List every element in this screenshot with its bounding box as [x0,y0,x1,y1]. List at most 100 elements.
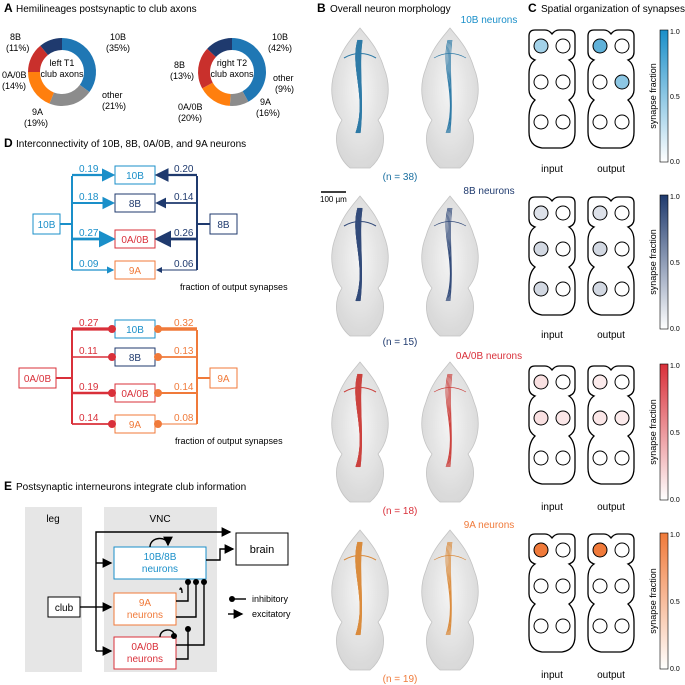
box-9a [113,592,177,626]
panel-b-letter: B [317,1,326,15]
value-9a-to-8b: 0.13 [174,346,194,357]
segment-circle [592,542,608,558]
panel-e-title: Postsynaptic interneurons integrate club… [16,482,246,493]
source-label-10b: 10B [38,220,56,231]
neuron-trace [343,373,377,468]
row1-input-label: input [541,164,563,175]
donut-slice-8b [40,38,62,56]
morphology-rows [331,27,479,671]
donut2-label-0a0b: 0A/0B [178,102,203,112]
row2-name: 8B neurons [463,186,514,197]
segment-circle [555,578,571,594]
donut-slice-0a0b [28,45,48,72]
value-9a-to-0a0b: 0.14 [174,382,194,393]
target-label-b-0a0b: 0A/0B [121,389,149,400]
row4-n: (n = 19) [383,674,418,685]
segment-circle [555,374,571,390]
cb3-tick-05: 0.5 [670,430,680,437]
donut-slice-9a [28,72,54,104]
values-right-bottom: 0.32 0.13 0.14 0.08 [174,318,194,424]
segment-circle [614,205,630,221]
value-9a-to-10b: 0.32 [174,318,194,329]
donut-slice-other [49,84,90,107]
row1-name: 10B neurons [461,15,518,26]
segment-circle [555,38,571,54]
segment-circle [555,410,571,426]
target-label-b-8b: 8B [129,353,142,364]
segment-circle [614,74,630,90]
cb1-tick-0: 0.0 [670,159,680,166]
row3-n: (n = 18) [383,506,418,517]
cb1-label: synapse fraction [648,63,658,129]
caption-top: fraction of output synapses [180,282,288,292]
panel-c-title: Spatial organization of synapses [541,4,685,15]
source-label-8b: 8B [217,220,230,231]
cb4-tick-0: 0.0 [670,666,680,673]
segment-circle [614,114,630,130]
segment-circle [592,74,608,90]
value-8b-to-0a0b: 0.26 [174,228,194,239]
cb2-tick-05: 0.5 [670,260,680,267]
box-10b8b-line2: neurons [142,564,178,575]
value-0a0b-to-8b: 0.11 [79,346,98,357]
cb4-label: synapse fraction [648,568,658,634]
segment-circle [533,450,549,466]
donut-slice-10b [232,38,266,102]
box-9a-line1: 9A [139,598,152,609]
value-10b-to-0a0b: 0.27 [79,228,99,239]
box-0a0b-line1: 0A/0B [131,642,159,653]
legend-inhibitory: inhibitory [252,594,289,604]
row4-output-label: output [597,670,625,681]
donut2-pct-0a0b: (20%) [178,113,202,123]
cb3-tick-1: 1.0 [670,363,680,370]
value-9a-to-9a: 0.08 [174,413,194,424]
row4-input-label: input [541,670,563,681]
cb3-tick-0: 0.0 [670,497,680,504]
segment-circle [533,410,549,426]
segment-map [528,196,576,316]
donut1-pct-other: (21%) [102,101,126,111]
donut1-label-10b: 10B [110,32,126,42]
segment-circle [533,38,549,54]
target-label-8b: 8B [129,199,142,210]
donut1-pct-8b: (11%) [6,43,29,53]
target-label-9a: 9A [129,266,142,277]
segment-map [587,196,635,316]
target-label-0a0b: 0A/0B [121,235,149,246]
donut1-center-line1: left T1 [50,58,75,68]
cb1-tick-1: 1.0 [670,29,680,36]
colorbar-0a0b [659,363,669,501]
donut-chart-left-t1 [28,38,96,107]
value-10b-to-10b: 0.19 [79,164,99,175]
donut-slice-9a [202,82,231,106]
segment-circle [533,241,549,257]
segment-circle [555,205,571,221]
segment-map [587,533,635,653]
donut2-label-other: other [273,73,294,83]
segment-map [587,29,635,149]
club-label: club [55,603,74,614]
donut2-pct-9a: (16%) [256,108,280,118]
segment-map [528,365,576,485]
panel-c-letter: C [528,1,537,15]
value-10b-to-8b: 0.18 [79,192,99,203]
values-left-top: 0.19 0.18 0.27 0.09 [79,164,99,270]
cb1-tick-05: 0.5 [670,94,680,101]
segment-circle [533,578,549,594]
donut1-label-0a0b: 0A/0B [2,70,27,80]
target-boxes-bottom: 10B 8B 0A/0B 9A [114,319,156,434]
leg-region [25,507,82,672]
donut-chart-right-t2 [198,38,266,106]
panel-a-title: Hemilineages postsynaptic to club axons [16,4,197,15]
panel-e: E Postsynaptic interneurons integrate cl… [4,479,291,672]
cb4-tick-05: 0.5 [670,599,680,606]
legend: inhibitory excitatory [228,594,291,619]
row3-output-label: output [597,502,625,513]
donut2-pct-8b: (13%) [170,71,194,81]
donut2-pct-10b: (42%) [268,43,292,53]
cb2-tick-1: 1.0 [670,194,680,201]
spatial-rows [528,29,635,653]
segment-circle [533,618,549,634]
segment-circle [614,542,630,558]
